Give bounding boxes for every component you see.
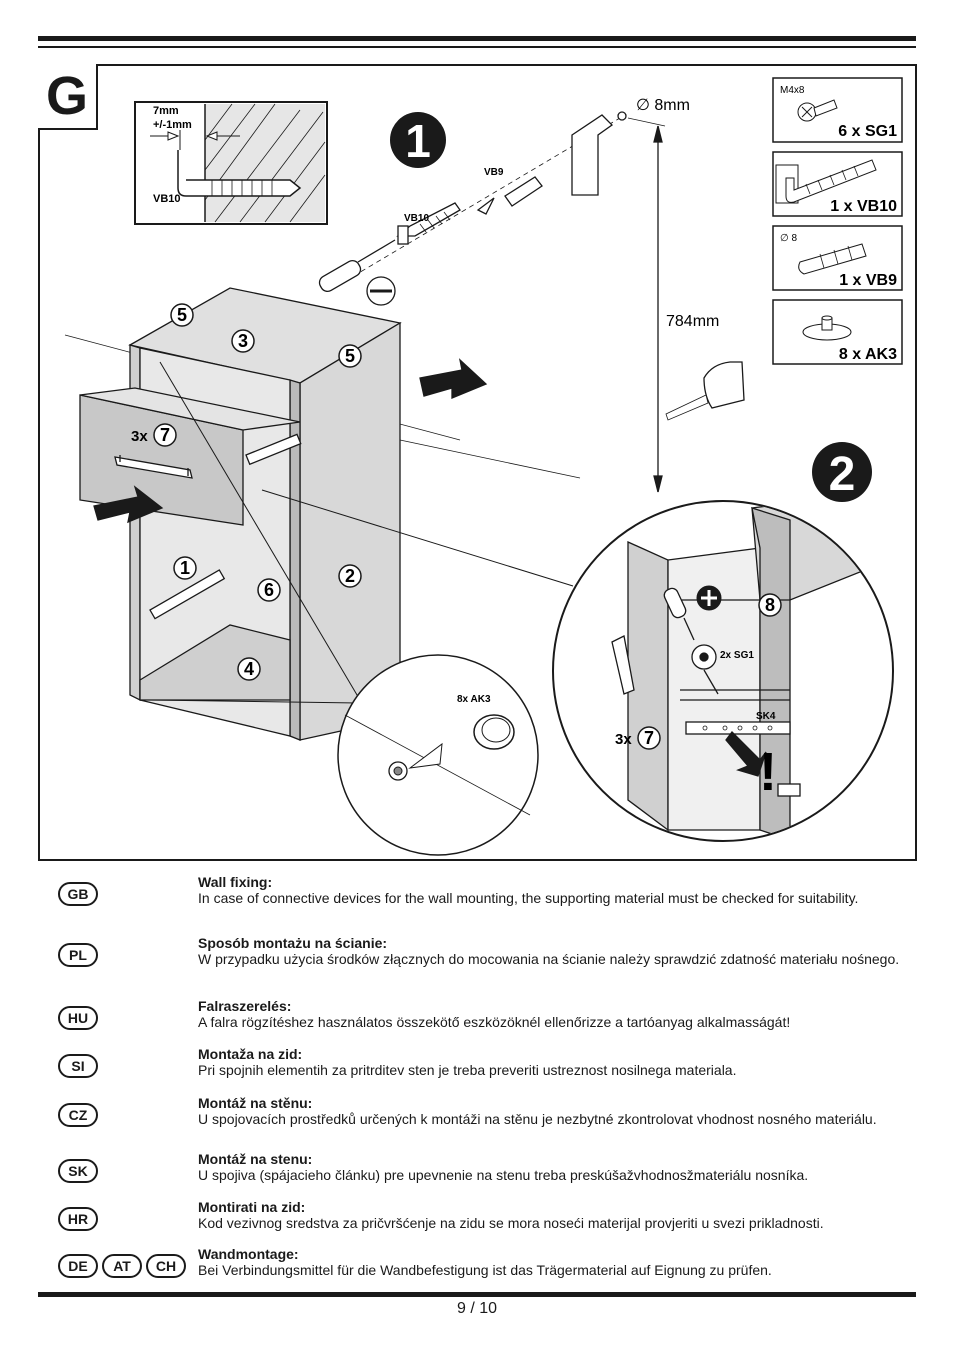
top-rule-thin <box>38 46 916 48</box>
language-text: Montáž na stěnu:U spojovacích prostředků… <box>198 1095 916 1127</box>
part-code-vb9: ∅ 8 <box>780 233 797 244</box>
part-8-label: 8 <box>765 595 775 615</box>
part-label-ak3: 8 x AK3 <box>839 346 897 363</box>
sg1-screw-icon <box>797 99 838 122</box>
detail-drawer-num: 7 <box>644 728 654 748</box>
vb9-label: VB9 <box>484 167 504 178</box>
language-text: Sposób montażu na ścianie:W przypadku uż… <box>198 935 916 967</box>
drill-diameter-label: ∅ 8mm <box>636 97 690 114</box>
warning-icon: ! <box>759 742 777 802</box>
part-label-vb9: 1 x VB9 <box>839 272 897 289</box>
detail-circle-feet <box>337 654 539 856</box>
language-badge: GB <box>58 882 98 906</box>
vb10-screw-icon <box>775 159 877 204</box>
sg1-detail-label: 2x SG1 <box>720 650 754 661</box>
top-rule <box>38 36 916 41</box>
language-text: Wall fixing:In case of connective device… <box>198 874 916 906</box>
language-body: U spojiva (spájacieho článku) pre upevne… <box>198 1167 809 1183</box>
language-badge: CZ <box>58 1103 98 1127</box>
parts-list <box>772 77 903 365</box>
detail-drawer-count: 3x <box>615 731 632 748</box>
inset-part-label: VB10 <box>153 193 181 205</box>
part-code-sg1: M4x8 <box>780 85 805 96</box>
step-letter: G <box>38 64 98 130</box>
cabinet-drawing <box>64 287 581 741</box>
svg-text:2: 2 <box>345 566 355 586</box>
language-text: Montáž na stenu:U spojiva (spájacieho čl… <box>198 1151 916 1183</box>
language-text: Falraszerelés:A falra rögzítéshez haszná… <box>198 998 916 1030</box>
language-badge: SK <box>58 1159 98 1183</box>
instruction-panel <box>38 64 917 861</box>
language-body: Bei Verbindungsmittel für die Wandbefest… <box>198 1262 772 1278</box>
page-number: 9 / 10 <box>456 1300 498 1317</box>
language-title: Sposób montażu na ścianie: <box>198 935 388 951</box>
bottom-rule <box>38 1292 916 1297</box>
language-text: Wandmontage:Bei Verbindungsmittel für di… <box>198 1246 916 1278</box>
wall-fixing-hardware <box>318 111 745 493</box>
language-title: Montáž na stenu: <box>198 1151 313 1167</box>
language-title: Montáž na stěnu: <box>198 1095 313 1111</box>
language-badge: HR <box>58 1207 98 1231</box>
inset-tolerance-label: +/-1mm <box>153 119 192 131</box>
language-title: Montaža na zid: <box>198 1046 303 1062</box>
language-body: Pri spojnih elementih za pritrditev sten… <box>198 1062 737 1078</box>
height-dimension-label: 784mm <box>666 313 719 330</box>
vb9-dowel-icon <box>798 243 867 275</box>
language-badge: SI <box>58 1054 98 1078</box>
vb10-label: VB10 <box>404 213 429 224</box>
language-title: Wall fixing: <box>198 874 273 890</box>
language-text: Montirati na zid:Kod vezivnog sredstva z… <box>198 1199 916 1231</box>
svg-text:2: 2 <box>829 448 856 501</box>
part-label-sg1: 6 x SG1 <box>838 123 897 140</box>
language-body: W przypadku użycia środków złącznych do … <box>198 951 900 967</box>
language-badge: CH <box>146 1254 186 1278</box>
step-1-badge: 1 <box>390 112 446 168</box>
language-title: Falraszerelés: <box>198 998 292 1014</box>
svg-text:5: 5 <box>345 346 355 366</box>
language-body: In case of connective devices for the wa… <box>198 890 859 906</box>
language-badge: DE <box>58 1254 98 1278</box>
inset-wall-detail: 7mm +/-1mm VB10 <box>134 101 328 225</box>
language-badge: HU <box>58 1006 98 1030</box>
language-title: Montirati na zid: <box>198 1199 306 1215</box>
language-body: A falra rögzítéshez használatos összeköt… <box>198 1014 791 1030</box>
language-body: U spojovacích prostředků určených k mont… <box>198 1111 877 1127</box>
inset-depth-label: 7mm <box>153 105 179 117</box>
language-title: Wandmontage: <box>198 1246 299 1262</box>
panel-numbers: 5 3 5 1 6 2 4 7 <box>153 303 362 681</box>
ak3-foot-icon <box>802 315 852 341</box>
language-badge: AT <box>102 1254 142 1278</box>
svg-text:3: 3 <box>238 331 248 351</box>
language-badge: PL <box>58 943 98 967</box>
step-2-badge: 2 <box>812 442 872 502</box>
sk4-detail-label: SK4 <box>756 711 776 722</box>
part-label-vb10: 1 x VB10 <box>830 198 897 215</box>
svg-text:5: 5 <box>177 305 187 325</box>
language-body: Kod vezivnog sredstva za pričvršćenje na… <box>198 1215 824 1231</box>
detail-circle-runner <box>552 500 894 842</box>
svg-text:1: 1 <box>405 115 431 167</box>
drawer-count-label: 3x <box>131 428 148 445</box>
svg-text:7: 7 <box>160 425 170 445</box>
svg-text:4: 4 <box>244 659 254 679</box>
svg-text:6: 6 <box>264 580 274 600</box>
ak3-detail-label: 8x AK3 <box>457 694 491 705</box>
language-text: Montaža na zid:Pri spojnih elementih za … <box>198 1046 916 1078</box>
svg-text:1: 1 <box>180 558 190 578</box>
